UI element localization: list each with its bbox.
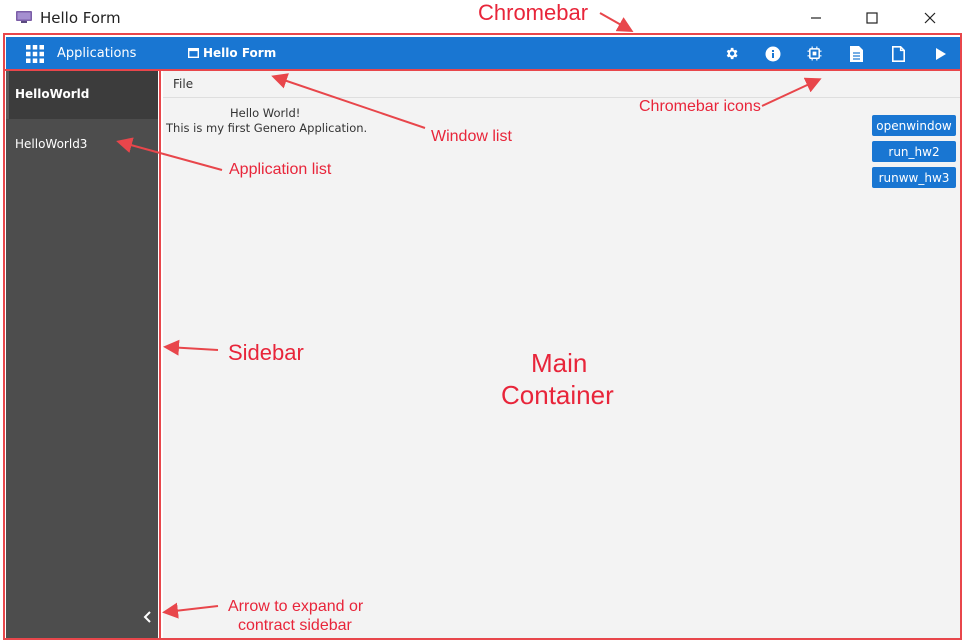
run-icon: [935, 47, 946, 60]
menu-bar: File: [163, 71, 960, 98]
annotation-sidebar: Sidebar: [228, 340, 304, 365]
annotation-main-line2: Container: [501, 380, 614, 410]
info-button[interactable]: [764, 45, 781, 62]
settings-icon: [726, 47, 738, 60]
chromebar: Applications Hello Form: [6, 37, 961, 69]
annotation-arrow-line2: contract sidebar: [238, 617, 352, 634]
info-icon: [765, 46, 780, 61]
minimize-button[interactable]: [804, 6, 828, 30]
maximize-button[interactable]: [860, 6, 884, 30]
window-title: Hello Form: [40, 9, 121, 27]
annotation-main-line1: Main: [531, 348, 588, 378]
description-label: This is my first Genero Application.: [166, 121, 368, 135]
annotation-window-list: Window list: [431, 128, 512, 145]
run-hw2-button[interactable]: run_hw2: [872, 141, 956, 162]
close-icon: [924, 12, 936, 24]
new-document-icon: [892, 45, 905, 62]
debug-button[interactable]: [806, 45, 823, 62]
annotation-chromebar-icons: Chromebar icons: [639, 98, 761, 115]
minimize-icon: [811, 17, 821, 19]
window-icon: [188, 48, 199, 58]
annotation-chromebar: Chromebar: [478, 0, 589, 25]
sidebar-item-label: HelloWorld: [15, 87, 90, 101]
window-list-item[interactable]: Hello Form: [203, 46, 277, 60]
applications-button[interactable]: Applications: [57, 46, 137, 61]
maximize-icon: [866, 12, 878, 24]
annotation-application-list: Application list: [229, 161, 332, 178]
sidebar: HelloWorld HelloWorld3: [6, 71, 158, 638]
document-button[interactable]: [848, 45, 865, 62]
sidebar-item-label: HelloWorld3: [15, 137, 88, 151]
document-icon: [850, 45, 863, 62]
run-button[interactable]: [932, 45, 949, 62]
settings-button[interactable]: [723, 45, 740, 62]
runww-hw3-button[interactable]: runww_hw3: [872, 167, 956, 188]
annotation-arrow-line1: Arrow to expand or: [228, 598, 364, 615]
apps-grid-icon[interactable]: [26, 45, 44, 63]
sidebar-item-helloworld[interactable]: HelloWorld: [6, 71, 158, 119]
close-button[interactable]: [918, 6, 942, 30]
chevron-left-icon[interactable]: [142, 610, 154, 624]
openwindow-button[interactable]: openwindow: [872, 115, 956, 136]
hello-label: Hello World!: [230, 106, 301, 120]
main-container: File Hello World! This is my first Gener…: [163, 71, 960, 638]
window-titlebar: Hello Form: [0, 0, 965, 36]
menu-file[interactable]: File: [173, 77, 194, 91]
new-document-button[interactable]: [890, 45, 907, 62]
debug-chip-icon: [807, 46, 822, 61]
monitor-icon: [16, 11, 32, 23]
sidebar-item-helloworld3[interactable]: HelloWorld3: [6, 121, 158, 169]
